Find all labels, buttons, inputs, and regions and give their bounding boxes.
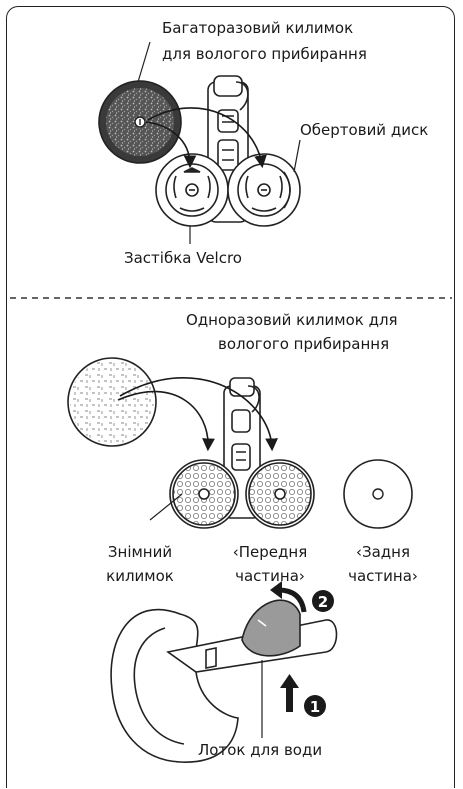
label-rotary-disk: Обертовий диск <box>300 121 429 139</box>
rear-pad <box>343 459 413 529</box>
step-two-number: 2 <box>318 593 328 611</box>
label-reusable-pad-line1: Багаторазовий килимок <box>162 19 354 37</box>
arrow-disposable-to-left <box>117 390 215 452</box>
leader-removable-pad <box>149 493 183 521</box>
label-reusable-pad-line2: для вологого прибирання <box>162 45 367 63</box>
leader-rotary-disk <box>293 139 301 173</box>
rotary-disk-left <box>155 153 229 227</box>
water-tank-illustration <box>110 581 338 763</box>
label-velcro: Застібка Velcro <box>124 249 242 267</box>
label-front-line2: частина› <box>235 567 305 585</box>
arrow-pad-to-right-disk <box>147 107 267 169</box>
label-rear-line1: ‹Задня <box>355 543 410 561</box>
step-one-number: 1 <box>310 698 320 716</box>
rotary-disk-right <box>227 153 301 227</box>
reusable-pad <box>98 80 182 164</box>
label-removable-pad-line2: килимок <box>106 567 174 585</box>
reusable-pad-illustration <box>98 41 301 244</box>
step-one-marker: 1 <box>304 695 326 717</box>
front-disk-right <box>245 459 315 529</box>
label-disposable-pad-line1: Одноразовий килимок для <box>186 311 398 329</box>
label-front-line1: ‹Передня <box>232 543 308 561</box>
water-tank <box>241 599 301 657</box>
disposable-pad-illustration <box>67 357 413 529</box>
label-rear-line2: частина› <box>348 567 418 585</box>
arrow-pad-to-left-disk <box>145 121 197 169</box>
diagram-frame <box>6 6 455 788</box>
label-water-tank: Лоток для води <box>198 741 323 759</box>
label-removable-pad-line1: Знімний <box>107 543 173 561</box>
label-disposable-pad-line2: вологого прибирання <box>218 335 390 353</box>
disposable-pad <box>67 357 157 447</box>
leader-reusable-pad <box>137 41 151 83</box>
arrow-disposable-to-right <box>119 377 278 452</box>
step-two-marker: 2 <box>312 590 334 612</box>
arrow-step-one <box>286 686 293 712</box>
front-disk-left <box>169 459 239 529</box>
